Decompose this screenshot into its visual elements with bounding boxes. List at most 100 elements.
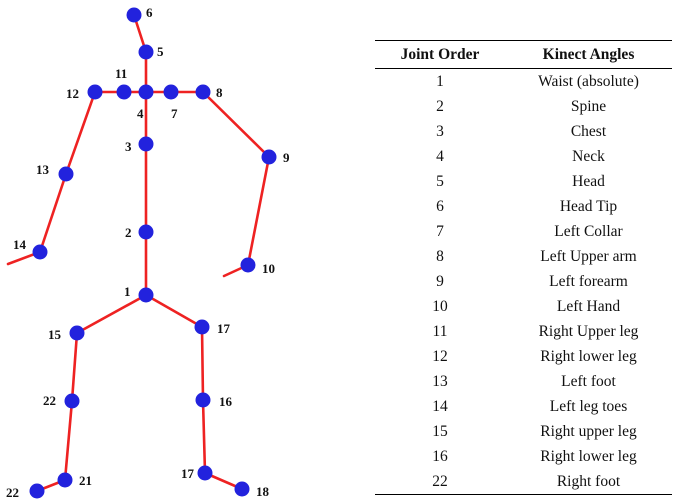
- header-joint-order: Joint Order: [400, 45, 480, 63]
- table-row: 6 Head Tip: [375, 194, 672, 219]
- joint-right-knee: [64, 393, 80, 409]
- joint-label: 5: [157, 44, 164, 59]
- joint-label: 17: [217, 321, 231, 336]
- bone-right-thigh: [70, 331, 79, 403]
- joint-left-elbow: [261, 149, 277, 165]
- cell-joint-order: 6: [436, 197, 444, 215]
- joint-chest: [138, 136, 154, 152]
- joint-right-collar: [116, 84, 132, 100]
- cell-kinect-angle: Head Tip: [559, 197, 618, 215]
- cell-joint-order: 8: [436, 247, 444, 265]
- table-row: 2 Spine: [375, 94, 672, 119]
- cell-kinect-angle: Right foot: [556, 472, 621, 490]
- cell-kinect-angle: Right upper leg: [540, 422, 637, 440]
- cell-joint-order: 22: [432, 472, 448, 490]
- bone-right-forearm: [38, 172, 68, 254]
- cell-kinect-angle: Left Hand: [556, 297, 621, 315]
- joint-left-knee: [195, 392, 211, 408]
- joint-label: 22: [6, 485, 19, 500]
- joint-head: [138, 44, 154, 60]
- table-row: 9 Left forearm: [375, 269, 672, 294]
- bones: [6, 13, 271, 493]
- table-row: 4 Neck: [375, 144, 672, 169]
- joint-left-shoulder: [195, 84, 211, 100]
- bone-left-forearm: [246, 155, 271, 267]
- joint-label: 6: [146, 5, 153, 20]
- cell-kinect-angle: Right lower leg: [540, 347, 637, 365]
- cell-joint-order: 2: [436, 97, 444, 115]
- joint-label: 11: [115, 66, 127, 81]
- joint-right-hand: [32, 244, 48, 260]
- bone-left-upper-arm: [201, 90, 271, 159]
- cell-joint-order: 1: [436, 72, 444, 90]
- joint-right-ankle: [57, 472, 73, 488]
- table-header-row: Joint Order Kinect Angles: [375, 40, 672, 69]
- joint-waist: [138, 287, 154, 303]
- joint-right-hip: [69, 325, 85, 341]
- table-row: 8 Left Upper arm: [375, 244, 672, 269]
- joint-label: 15: [48, 327, 62, 342]
- bone-left-hip: [144, 293, 204, 329]
- cell-joint-order: 13: [432, 372, 448, 390]
- joint-left-ankle: [197, 465, 213, 481]
- joint-label: 4: [137, 106, 144, 121]
- joint-label: 9: [283, 150, 290, 165]
- cell-joint-order: 14: [432, 397, 448, 415]
- table-row: 3 Chest: [375, 119, 672, 144]
- joint-label: 1: [124, 284, 131, 299]
- joint-label: 13: [36, 162, 50, 177]
- joint-labels: 6 5 11 12 4 7 8 3 9 13 2 14 10 1 15 17 2…: [6, 5, 290, 500]
- cell-kinect-angle: Left Upper arm: [540, 247, 637, 265]
- bone-right-upper-arm: [64, 90, 97, 176]
- joint-right-shoulder: [87, 84, 103, 100]
- joint-label: 8: [216, 85, 223, 100]
- cell-joint-order: 3: [436, 122, 444, 140]
- cell-joint-order: 16: [432, 447, 448, 465]
- joint-label: 22: [43, 393, 56, 408]
- joint-label: 17: [181, 466, 195, 481]
- cell-kinect-angle: Left foot: [561, 372, 616, 390]
- joint-label: 2: [125, 225, 132, 240]
- joint-spine: [138, 224, 154, 240]
- joint-right-toes: [29, 483, 45, 499]
- cell-joint-order: 10: [432, 297, 448, 315]
- bone-left-shin: [201, 398, 207, 475]
- cell-kinect-angle: Neck: [572, 147, 605, 165]
- bone-right-shin: [63, 399, 74, 482]
- table-row: 5 Head: [375, 169, 672, 194]
- joint-left-collar: [163, 84, 179, 100]
- cell-kinect-angle: Right Upper leg: [538, 322, 639, 340]
- cell-kinect-angle: Left forearm: [549, 272, 628, 290]
- joint-head-tip: [126, 7, 142, 23]
- cell-kinect-angle: Spine: [570, 97, 607, 115]
- table-row: 13 Left foot: [375, 369, 672, 394]
- joint-left-hip: [194, 319, 210, 335]
- joint-left-toes: [234, 481, 250, 497]
- joint-label: 21: [79, 473, 92, 488]
- joint-label: 18: [256, 484, 270, 499]
- cell-joint-order: 9: [436, 272, 444, 290]
- joint-label: 12: [66, 86, 79, 101]
- joint-label: 10: [262, 261, 275, 276]
- joint-left-hand: [240, 257, 256, 273]
- cell-joint-order: 5: [436, 172, 444, 190]
- table-row: 10 Left Hand: [375, 294, 672, 319]
- cell-kinect-angle: Right lower leg: [540, 447, 637, 465]
- cell-kinect-angle: Chest: [570, 122, 607, 140]
- cell-joint-order: 7: [436, 222, 444, 240]
- cell-joint-order: 4: [436, 147, 444, 165]
- joint-right-elbow: [58, 166, 74, 182]
- joints: [29, 7, 277, 499]
- table-row: 16 Right lower leg: [375, 444, 672, 469]
- joint-label: 16: [219, 394, 233, 409]
- cell-kinect-angle: Head: [572, 172, 605, 190]
- joint-neck: [138, 84, 154, 100]
- joint-label: 14: [13, 237, 27, 252]
- skeleton-diagram: 6 5 11 12 4 7 8 3 9 13 2 14 10 1 15 17 2…: [6, 5, 290, 500]
- joint-label: 3: [125, 139, 132, 154]
- header-kinect-angles: Kinect Angles: [542, 45, 635, 63]
